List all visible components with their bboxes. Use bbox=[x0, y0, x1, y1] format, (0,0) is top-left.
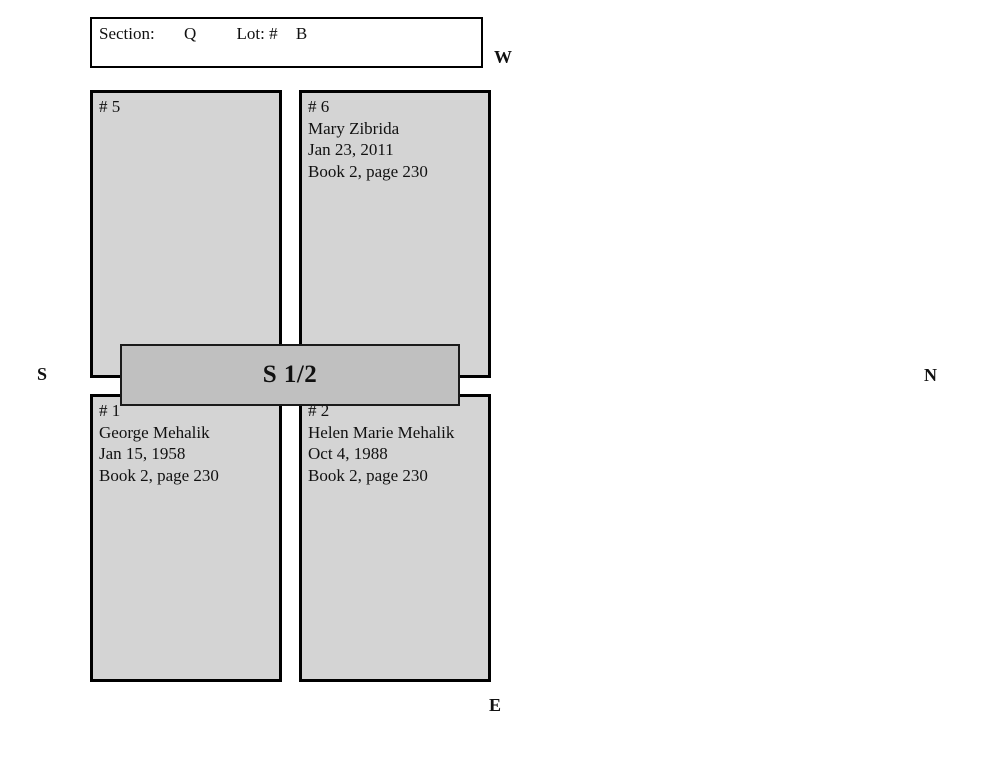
plot-1: # 1 George Mehalik Jan 15, 1958 Book 2, … bbox=[90, 394, 282, 682]
plot-book: Book 2, page 230 bbox=[308, 465, 428, 485]
south-half-divider: S 1/2 bbox=[120, 344, 460, 406]
section-value: Q bbox=[183, 24, 197, 43]
compass-south-label: S bbox=[37, 364, 48, 384]
compass-west-label: W bbox=[494, 47, 512, 67]
plot-name: George Mehalik bbox=[99, 422, 210, 442]
plot-date: Jan 15, 1958 bbox=[99, 444, 186, 463]
lot-value: B bbox=[295, 24, 308, 43]
plot-book: Book 2, page 230 bbox=[308, 161, 428, 181]
plot-number: # 6 bbox=[308, 97, 330, 116]
plot-number: # 5 bbox=[99, 97, 121, 116]
plot-number: # 1 bbox=[99, 401, 121, 420]
compass-north-label: N bbox=[924, 365, 937, 385]
plot-5: # 5 bbox=[90, 90, 282, 378]
plot-book: Book 2, page 230 bbox=[99, 465, 219, 485]
divider-label: S 1/2 bbox=[262, 361, 318, 388]
plot-name: Mary Zibrida bbox=[308, 118, 400, 138]
lot-label: Lot: # bbox=[236, 24, 278, 43]
plot-2: # 2 Helen Marie Mehalik Oct 4, 1988 Book… bbox=[299, 394, 491, 682]
compass-east-label: E bbox=[489, 695, 502, 715]
plot-date: Oct 4, 1988 bbox=[308, 444, 388, 463]
plot-name: Helen Marie Mehalik bbox=[308, 422, 455, 442]
plot-6: # 6 Mary Zibrida Jan 23, 2011 Book 2, pa… bbox=[299, 90, 491, 378]
plot-date: Jan 23, 2011 bbox=[308, 140, 394, 159]
section-lot-header: Section: Q Lot: # B bbox=[90, 17, 483, 68]
section-label: Section: bbox=[99, 24, 155, 43]
